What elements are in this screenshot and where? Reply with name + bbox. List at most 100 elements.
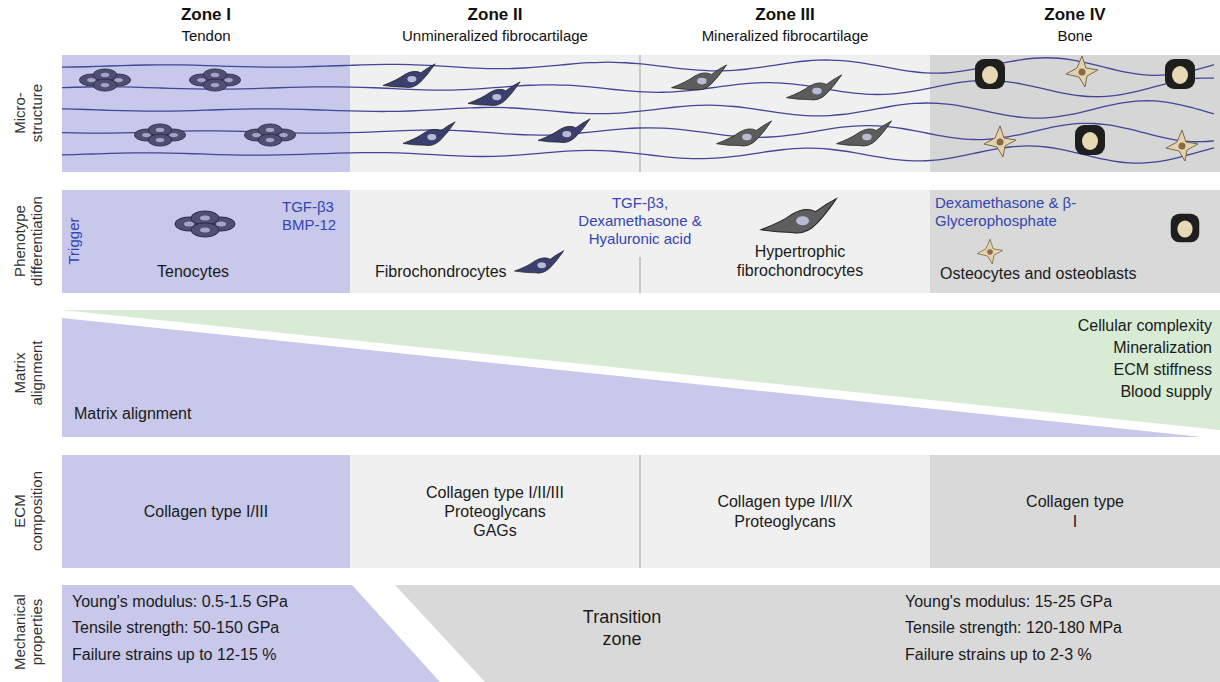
fibrochondrocyte <box>672 65 727 90</box>
row-label: Mechanical properties <box>11 587 46 677</box>
cell-nucleus <box>1079 69 1086 76</box>
gradient-label: Matrix alignment <box>74 404 191 423</box>
cell-body <box>1075 125 1105 155</box>
phenotype-cell: TriggerTenocytesTGF-β3 BMP-12 <box>62 190 350 293</box>
trigger-label: Trigger <box>65 206 83 276</box>
fibrochondrocyte <box>787 75 842 100</box>
cell-nucleus <box>492 94 501 100</box>
cell-nucleus <box>101 73 110 77</box>
ecm-text: Collagen type I/III <box>144 502 269 521</box>
property-value: Tensile strength: 50-150 GPa <box>72 618 279 637</box>
cell-body <box>761 199 836 233</box>
fibrochondrocyte <box>538 119 590 143</box>
row-label: ECM composition <box>11 463 46 559</box>
cell-nucleus <box>997 139 1004 146</box>
collagen-fiber <box>62 101 1214 118</box>
osteoblast <box>1075 125 1105 155</box>
fibrochondrocyte <box>403 122 455 146</box>
collagen-fiber <box>62 123 1214 141</box>
ecm-cell: Collagen type I/III <box>62 455 350 568</box>
cell-nucleus <box>101 83 110 87</box>
collagen-fiber <box>62 146 1214 163</box>
ecm-cell: Collagen type I <box>930 455 1220 568</box>
cell-nucleus <box>697 78 707 85</box>
tenocyte <box>245 124 296 146</box>
cell-nucleus <box>407 76 416 82</box>
cell-body <box>1166 130 1198 161</box>
cell-body <box>1165 59 1195 89</box>
ecm-cell: Collagen type I/II/XProteoglycans <box>640 455 930 568</box>
fibrochondrocyte <box>468 82 520 106</box>
osteocyte <box>984 126 1016 157</box>
cell-body <box>148 134 172 146</box>
cell-nucleus <box>114 78 123 82</box>
shape-fill <box>395 585 1220 682</box>
cell-nucleus <box>252 133 261 137</box>
shape-fill <box>62 310 1220 430</box>
fibrochondrocyte <box>837 121 892 146</box>
zone-title: Zone I <box>66 5 346 25</box>
cell-body <box>203 79 227 91</box>
zone-divider <box>640 455 641 568</box>
cell-nucleus <box>862 134 872 141</box>
zone-subtitle: Mineralized fibrocartilage <box>645 27 925 44</box>
row-label: Micro-structure <box>11 77 46 149</box>
ecm-text: GAGs <box>473 521 517 540</box>
cell-body <box>383 64 435 88</box>
row-label: Phenotype differentiation <box>11 190 46 292</box>
cell-nucleus <box>1172 66 1188 84</box>
cell-nucleus <box>982 66 998 84</box>
cell-nucleus <box>197 78 206 82</box>
fibrochondrocyte <box>717 121 772 146</box>
cell-nucleus <box>211 83 220 87</box>
property-value: Failure strains up to 12-15 % <box>72 645 277 664</box>
cell-nucleus <box>156 128 165 132</box>
ecm-text: Collagen type I <box>1023 492 1128 530</box>
cell-body <box>468 82 520 106</box>
tenocyte <box>190 69 241 91</box>
osteoblast <box>975 59 1005 89</box>
cell-body <box>515 251 564 273</box>
cell-body <box>191 223 219 237</box>
gradient-label: Cellular complexity <box>1078 316 1212 335</box>
cell-body <box>258 134 282 146</box>
property-value: Tensile strength: 120-180 MPa <box>905 618 1122 637</box>
cell-body <box>975 59 1005 89</box>
complexity-wedge: Cellular complexityMineralizationECM sti… <box>62 310 1220 437</box>
transition-label: Transition zone <box>567 607 677 650</box>
property-value: Young's modulus: 15-25 GPa <box>905 592 1112 611</box>
ecm-text: Collagen type I/II/X <box>717 492 852 511</box>
ecm-text: Proteoglycans <box>734 512 835 531</box>
osteocyte <box>1166 130 1198 161</box>
cell-icons <box>175 199 1199 274</box>
tendon-properties: Young's modulus: 0.5-1.5 GPaTensile stre… <box>62 585 440 682</box>
zone-title: Zone IV <box>935 5 1215 25</box>
cell-nucleus <box>156 138 165 142</box>
cell-body <box>787 75 842 100</box>
cell-body <box>717 121 772 146</box>
tenocyte <box>135 124 186 146</box>
ecm-cell: Collagen type I/II/IIIProteoglycansGAGs <box>350 455 640 568</box>
ecm-text: Collagen type I/II/III <box>426 483 564 502</box>
cell-nucleus <box>279 133 288 137</box>
fibrochondrocyte <box>383 64 435 88</box>
cell-nucleus <box>211 73 220 77</box>
cell-nucleus <box>142 133 151 137</box>
osteoblast <box>1165 59 1195 89</box>
property-value: Young's modulus: 0.5-1.5 GPa <box>72 592 288 611</box>
trigger-factors: TGF-β3, Dexamethasone & Hyaluronic acid <box>565 194 715 248</box>
cell-body <box>403 122 455 146</box>
cell-nucleus <box>169 133 178 137</box>
cell-body <box>93 79 117 91</box>
cell-body <box>837 121 892 146</box>
bone-properties: Transition zone Young's modulus: 15-25 GP… <box>395 585 1220 682</box>
shape-outline <box>62 310 1220 437</box>
zone-subtitle: Tendon <box>66 27 346 44</box>
cell-nucleus <box>87 78 96 82</box>
cell-nucleus <box>266 138 275 142</box>
fibrochondrocyte <box>515 251 564 273</box>
trigger-factors: Dexamethasone & β-Glycerophosphate <box>935 194 1130 230</box>
cell-nucleus <box>1179 143 1186 150</box>
cell-nucleus <box>184 222 194 227</box>
